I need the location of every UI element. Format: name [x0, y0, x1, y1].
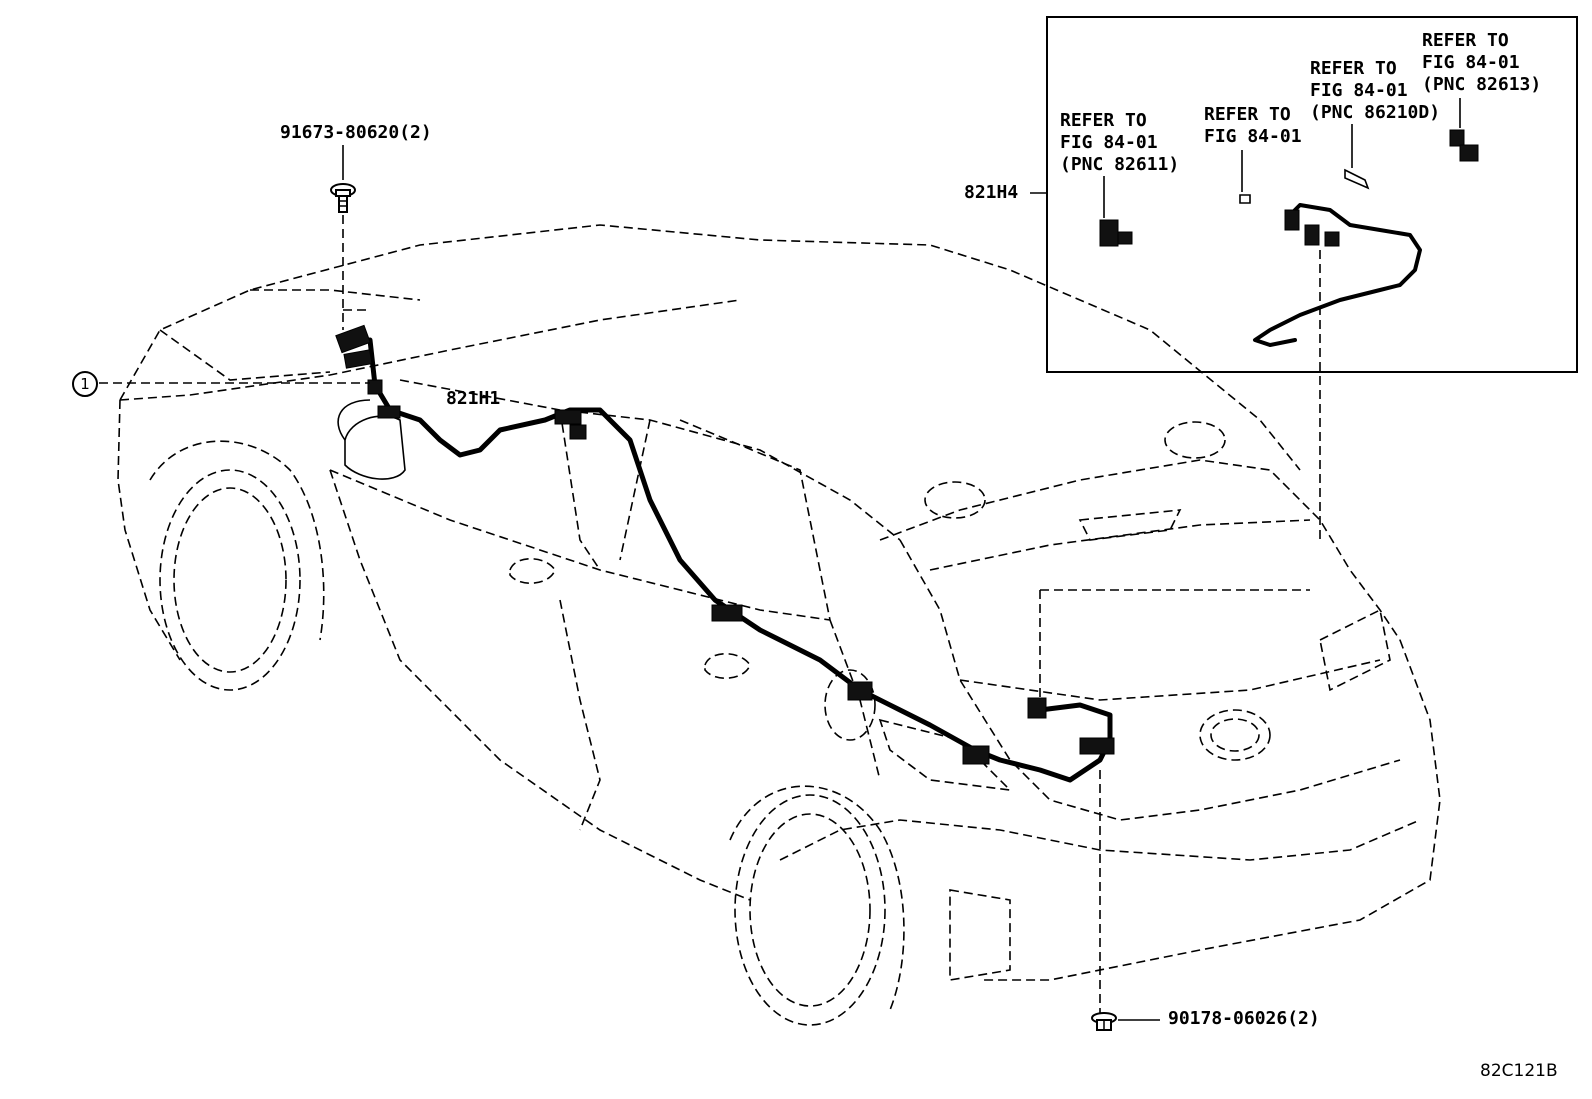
ref-line: (PNC 82613)	[1422, 74, 1542, 95]
vehicle-outline	[117, 224, 1441, 1026]
ref-line: FIG 84-01	[1060, 132, 1158, 153]
clip-icon	[1091, 1012, 1117, 1031]
reference-note-plain: REFER TO FIG 84-01	[1204, 104, 1302, 148]
label-harness-821h4: 821H4	[964, 182, 1019, 203]
leader-lines	[99, 98, 1461, 1021]
reference-note-82613: REFER TO FIG 84-01 (PNC 82613)	[1422, 30, 1541, 96]
harness-821h1	[335, 324, 1115, 783]
ref-line: (PNC 86210D)	[1310, 102, 1441, 123]
ref-line: FIG 84-01	[1310, 80, 1408, 101]
label-harness-821h1: 821H1	[446, 388, 501, 409]
ref-line: REFER TO	[1422, 30, 1509, 51]
reference-note-82611: REFER TO FIG 84-01 (PNC 82611)	[1060, 110, 1179, 176]
label-clip-bottom: 90178-06026(2)	[1168, 1008, 1320, 1029]
label-bolt-top: 91673-80620(2)	[280, 122, 432, 143]
reference-note-86210d: REFER TO FIG 84-01 (PNC 86210D)	[1310, 58, 1440, 124]
ref-line: (PNC 82611)	[1060, 154, 1180, 175]
ref-line: FIG 84-01	[1204, 126, 1302, 147]
callout-part-1: 1	[72, 371, 98, 397]
inset-frame	[1046, 16, 1578, 373]
figure-code: 82C121B	[1480, 1061, 1558, 1081]
bolt-icon	[330, 183, 356, 213]
ref-line: REFER TO	[1060, 110, 1147, 131]
harness-821h4	[1099, 129, 1479, 347]
ref-line: REFER TO	[1204, 104, 1291, 125]
ref-line: FIG 84-01	[1422, 52, 1520, 73]
ref-line: REFER TO	[1310, 58, 1397, 79]
